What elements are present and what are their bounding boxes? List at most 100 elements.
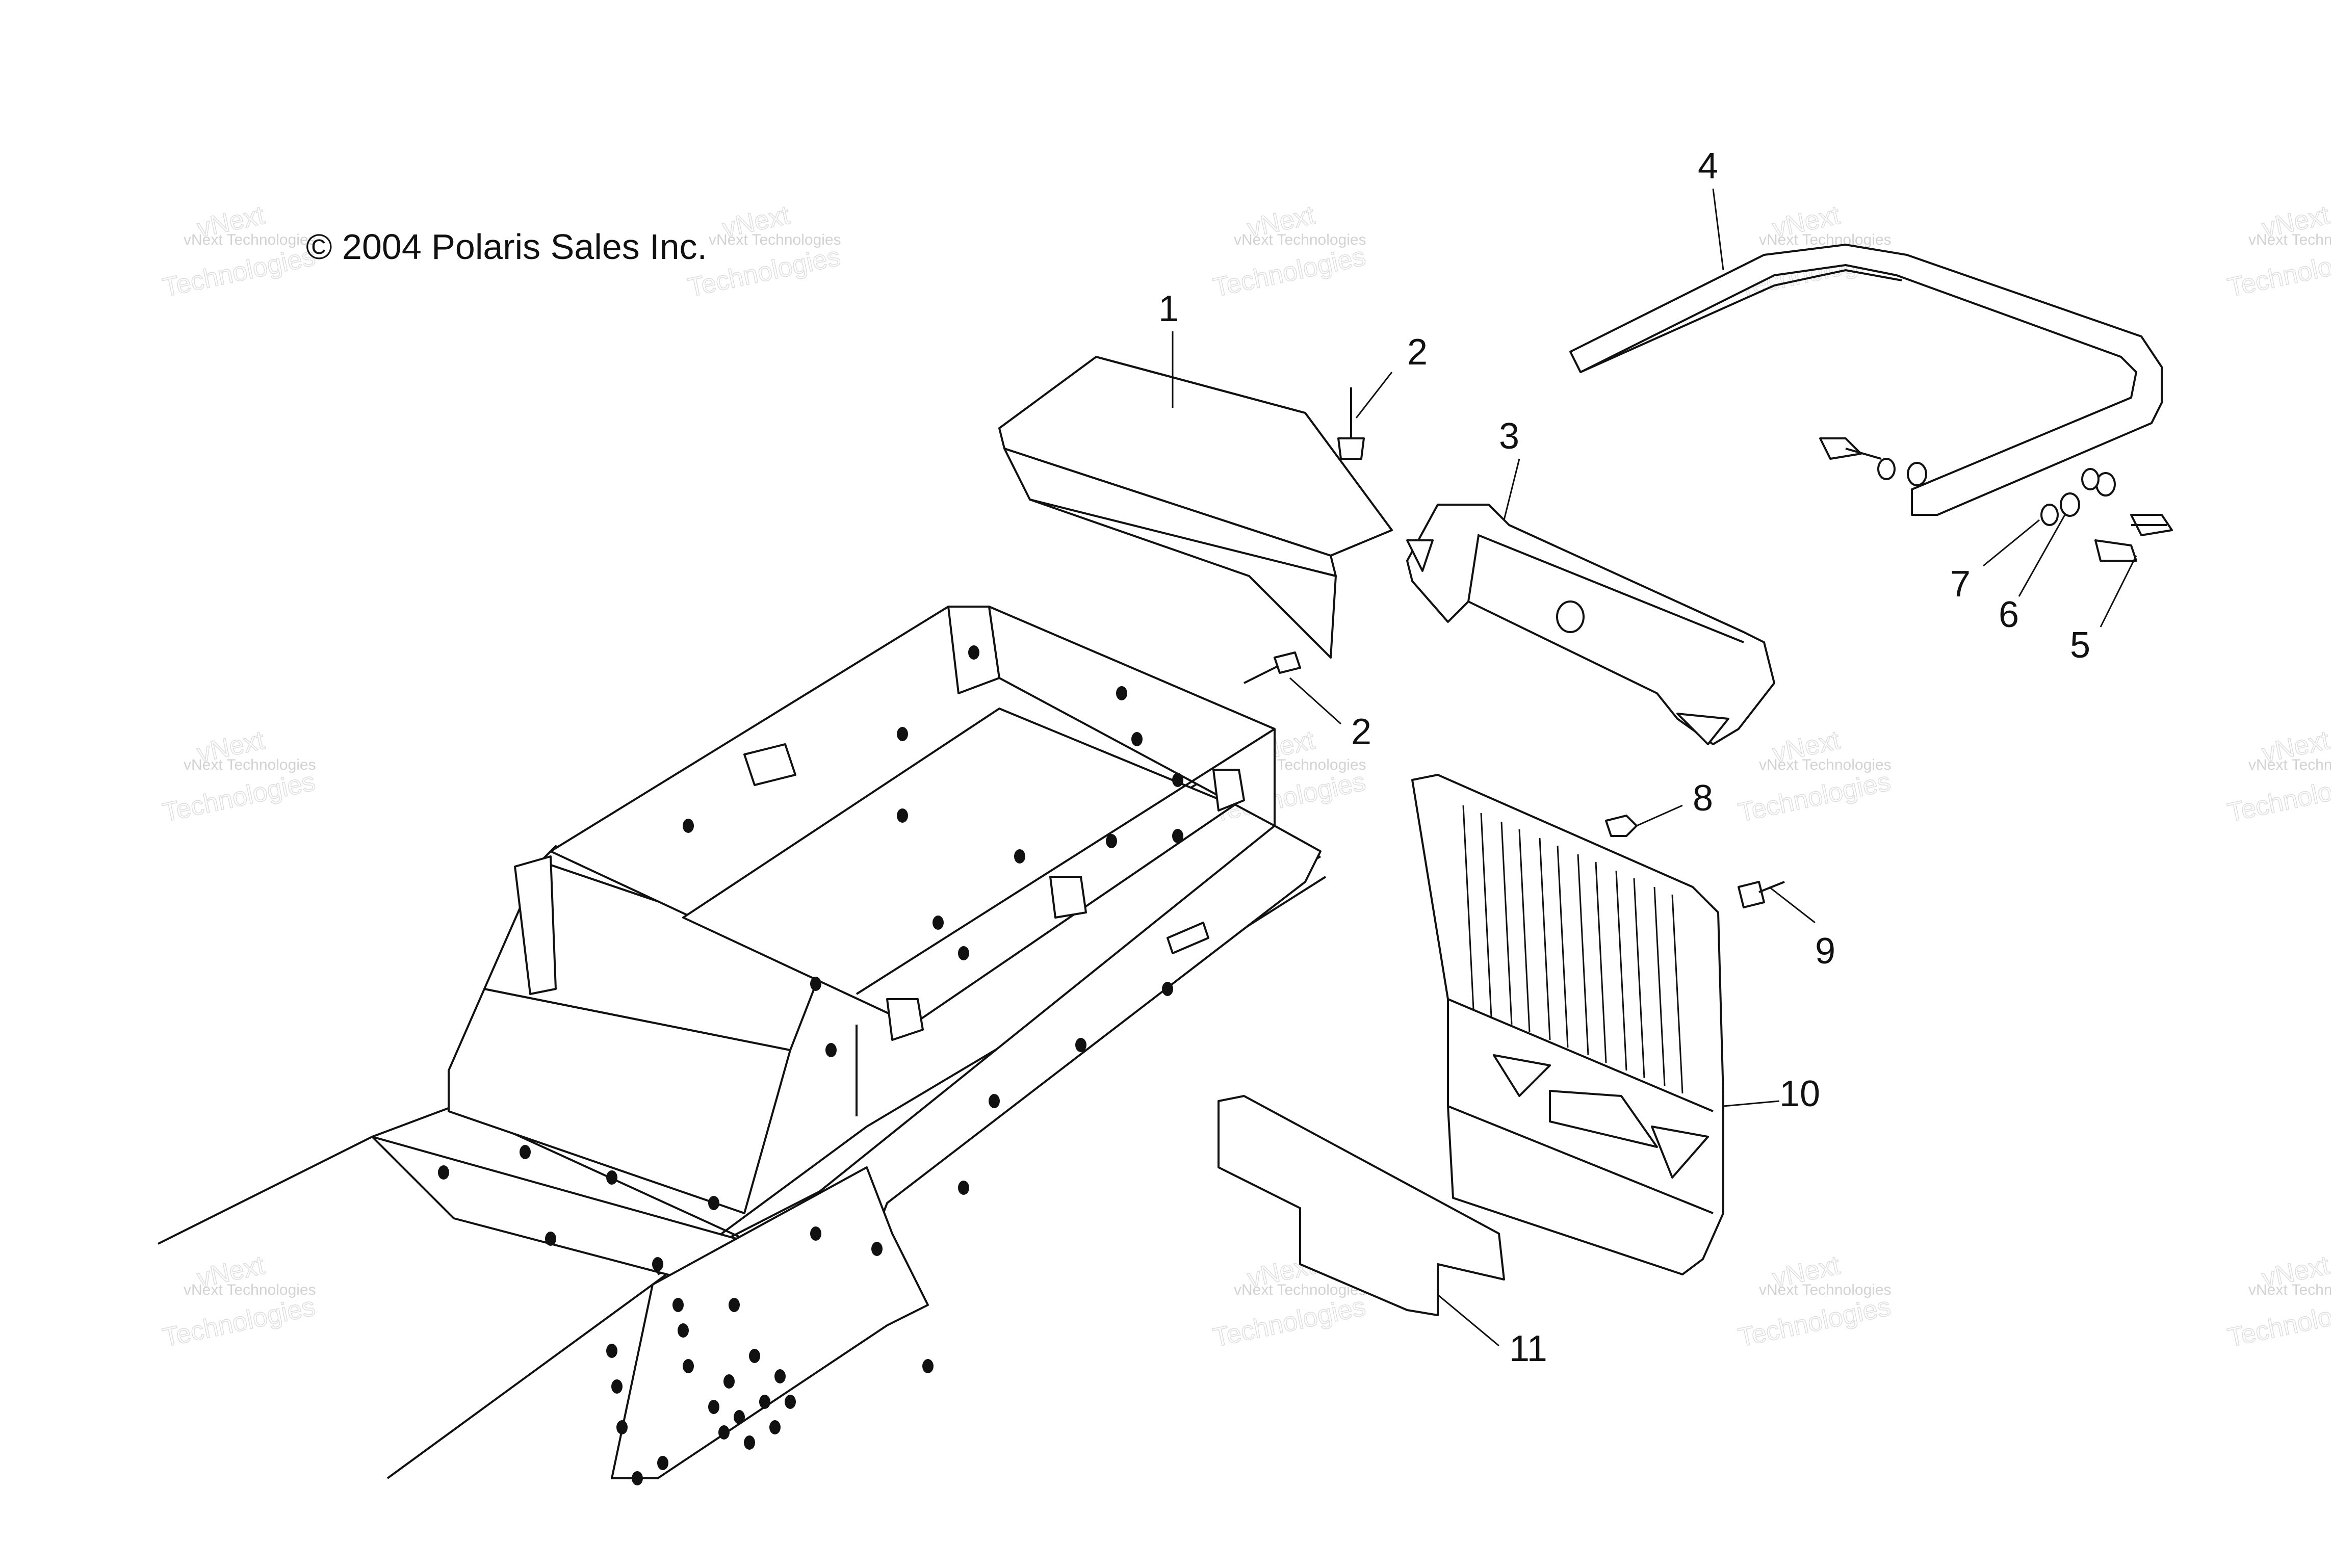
chassis-hole [958, 1181, 969, 1195]
chassis-hole [678, 1323, 689, 1338]
watermark-outline-bottom: Technologies [160, 767, 318, 828]
callout-8: 8 [1693, 778, 1713, 819]
flap-rib [1539, 838, 1551, 1040]
callout-2-top: 2 [1407, 332, 1428, 373]
flap-rib [1577, 854, 1589, 1056]
chassis-tunnel [158, 606, 1327, 1485]
chassis-hole [769, 1420, 781, 1434]
chassis-hole [1014, 849, 1025, 864]
watermark-outline-bottom: Technologies [160, 1292, 318, 1353]
copyright-text: © 2004 Polaris Sales Inc. [306, 227, 707, 267]
flap-rib [1653, 886, 1666, 1086]
chassis-hole [606, 1170, 617, 1185]
callout-2-lower: 2 [1351, 712, 1371, 752]
chassis-hole [897, 727, 908, 741]
chassis-hole [520, 1145, 531, 1159]
callout-3: 3 [1499, 416, 1519, 457]
watermark-text: vNext Technologies [709, 231, 841, 248]
chassis-hole [1131, 732, 1143, 746]
watermark-outline-bottom: Technologies [160, 242, 318, 303]
watermark-outline-bottom: Technologies [1736, 767, 1893, 828]
chassis-hole [933, 916, 944, 930]
watermark-text: vNext Technologies [1234, 1282, 1366, 1298]
watermark-outline-bottom: Technologies [685, 242, 843, 303]
part-11-flap-plate [1218, 1095, 1505, 1316]
part-10-snowflap [1411, 774, 1724, 1275]
chassis-hole [734, 1410, 745, 1424]
part-3-bracket [1406, 504, 1775, 745]
chassis-hole [1075, 1038, 1086, 1052]
part-1-backrest [998, 356, 1393, 659]
watermark-text: vNext Technologies [184, 1282, 316, 1298]
chassis-hole [545, 1232, 556, 1246]
chassis-hole [652, 1257, 663, 1271]
watermark-text: vNext Technologies [2248, 756, 2331, 773]
flap-rib [1615, 870, 1627, 1071]
chassis-hole [718, 1425, 730, 1440]
chassis-hole [672, 1298, 684, 1312]
chassis-hole [1172, 829, 1183, 843]
watermark-outline-bottom: Technologies [2225, 242, 2331, 303]
chassis-hole [708, 1196, 719, 1210]
chassis-hole [958, 946, 969, 960]
part-9-screw [1738, 881, 1785, 908]
chassis-hole [1172, 773, 1183, 787]
chassis-holes [438, 645, 1183, 1485]
chassis-hole [989, 1094, 1000, 1108]
callout-labels: 1 2 2 3 4 5 6 7 8 9 10 11 [1158, 146, 2090, 1369]
part-8-nut [1605, 815, 1638, 837]
chassis-hole [1162, 982, 1173, 996]
chassis-hole [632, 1471, 643, 1485]
flap-rib [1671, 894, 1684, 1094]
chassis-hole [785, 1395, 796, 1409]
leader-lines [1172, 188, 2137, 1347]
callout-11: 11 [1509, 1328, 1547, 1369]
flap-rib [1500, 821, 1513, 1025]
chassis-hole [611, 1379, 623, 1394]
watermark-outline-bottom: Technologies [2225, 1292, 2331, 1353]
watermark-text: vNext Technologies [2248, 1282, 2331, 1298]
chassis-hole [729, 1298, 740, 1312]
chassis-hole [723, 1374, 735, 1389]
chassis-hole [616, 1420, 628, 1434]
part-7-nuts [1877, 458, 2100, 526]
callout-4: 4 [1698, 146, 1718, 187]
chassis-hole [1116, 686, 1127, 700]
flap-rib [1595, 861, 1607, 1063]
flap-rib [1518, 829, 1531, 1033]
flap-rib [1462, 805, 1474, 1010]
watermark-outline-bottom: Technologies [2225, 767, 2331, 828]
chassis-hole [744, 1435, 755, 1450]
part-5-bolts [1819, 437, 2173, 562]
callout-10: 10 [1779, 1074, 1820, 1114]
chassis-hole [922, 1359, 934, 1373]
callout-9: 9 [1815, 931, 1835, 972]
watermark-outline-bottom: Technologies [1210, 242, 1368, 303]
part-2-screw-top [1337, 387, 1365, 460]
chassis-hole [657, 1456, 668, 1470]
chassis-hole [749, 1349, 760, 1363]
callout-5: 5 [2070, 625, 2090, 666]
flap-ribs [1462, 805, 1684, 1094]
chassis-hole [968, 645, 979, 660]
watermark-text: vNext Technologies [1759, 756, 1892, 773]
callout-6: 6 [1999, 594, 2019, 635]
chassis-hole [606, 1344, 617, 1358]
chassis-hole [438, 1165, 449, 1180]
chassis-hole [683, 819, 694, 833]
watermark-outline-bottom: Technologies [1210, 1292, 1368, 1353]
chassis-hole [708, 1400, 719, 1414]
flap-rib [1633, 878, 1645, 1079]
callout-1: 1 [1158, 289, 1179, 329]
